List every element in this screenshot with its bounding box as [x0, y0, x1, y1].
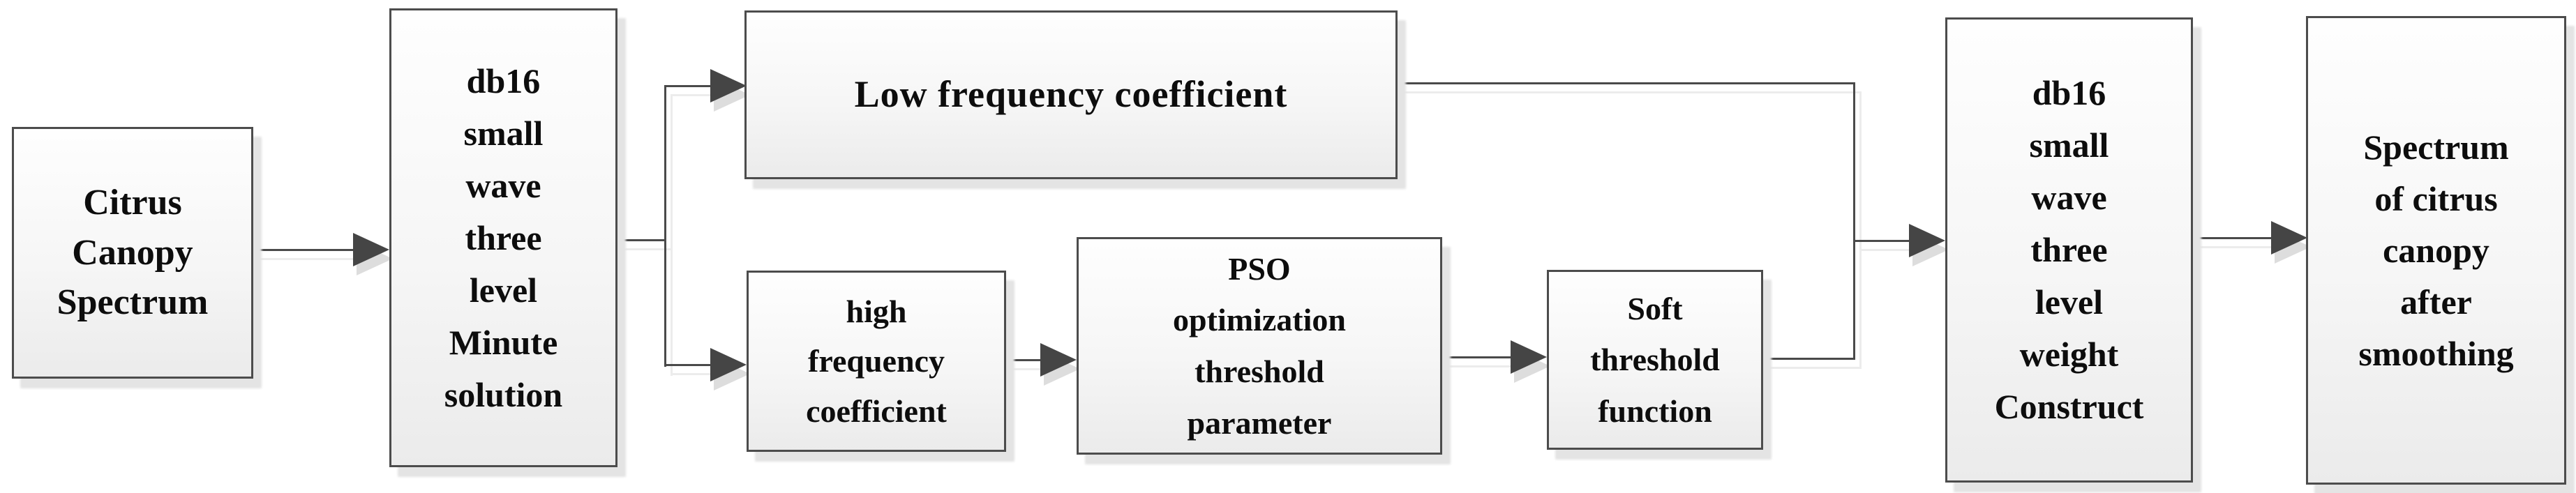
node-db16-wavelet-reconstruction: db16 small wave three level weight Const… — [1945, 17, 2193, 483]
node-db16-wavelet-reconstruction-label: db16 small wave three level weight Const… — [1994, 73, 2144, 426]
node-soft-threshold-function-label: Soft threshold function — [1590, 290, 1720, 429]
connector-pso-to-soft-threshold — [1442, 356, 1513, 358]
node-low-frequency-coefficient: Low frequency coefficient — [744, 10, 1398, 179]
node-db16-wavelet-decomposition: db16 small wave three level Minute solut… — [389, 8, 617, 467]
node-high-frequency-coefficient-label: high frequency coefficient — [806, 294, 947, 429]
node-pso-threshold-optimization-label: PSO optimization threshold parameter — [1173, 250, 1346, 441]
connector-box7-to-box8 — [2193, 237, 2272, 239]
connector-soft-threshold-to-merge — [1763, 358, 1855, 360]
connector-high-frequency-to-pso — [1006, 359, 1042, 361]
node-smoothed-spectrum: Spectrum of citrus canopy after smoothin… — [2306, 16, 2566, 485]
node-high-frequency-coefficient: high frequency coefficient — [747, 271, 1006, 452]
arrowhead-into-pso — [1040, 343, 1077, 377]
node-low-frequency-coefficient-label: Low frequency coefficient — [854, 73, 1288, 116]
node-pso-threshold-optimization: PSO optimization threshold parameter — [1077, 237, 1442, 455]
connector-split-to-low-frequency — [664, 85, 713, 87]
node-citrus-canopy-spectrum-label: Citrus Canopy Spectrum — [57, 182, 209, 323]
node-soft-threshold-function: Soft threshold function — [1547, 270, 1763, 450]
connector-split-to-high-frequency — [664, 364, 713, 366]
node-citrus-canopy-spectrum: Citrus Canopy Spectrum — [12, 127, 253, 379]
arrowhead-into-high-frequency — [710, 348, 747, 381]
connector-box1-to-box2 — [253, 249, 354, 251]
arrowhead-into-reconstruction — [1909, 224, 1945, 257]
connector-merge-to-box7 — [1853, 240, 1910, 242]
connector-split-vertical — [664, 85, 666, 367]
arrowhead-into-low-frequency — [710, 69, 747, 103]
arrowhead-into-decomposition — [353, 233, 389, 266]
connector-low-frequency-to-merge — [1398, 82, 1855, 84]
node-smoothed-spectrum-label: Spectrum of citrus canopy after smoothin… — [2358, 128, 2514, 373]
connector-merge-vertical — [1853, 82, 1855, 360]
connector-box2-split-stub — [617, 239, 665, 241]
arrowhead-into-smoothed-spectrum — [2271, 221, 2307, 255]
node-db16-wavelet-decomposition-label: db16 small wave three level Minute solut… — [444, 61, 563, 414]
arrowhead-into-soft-threshold — [1511, 340, 1547, 374]
